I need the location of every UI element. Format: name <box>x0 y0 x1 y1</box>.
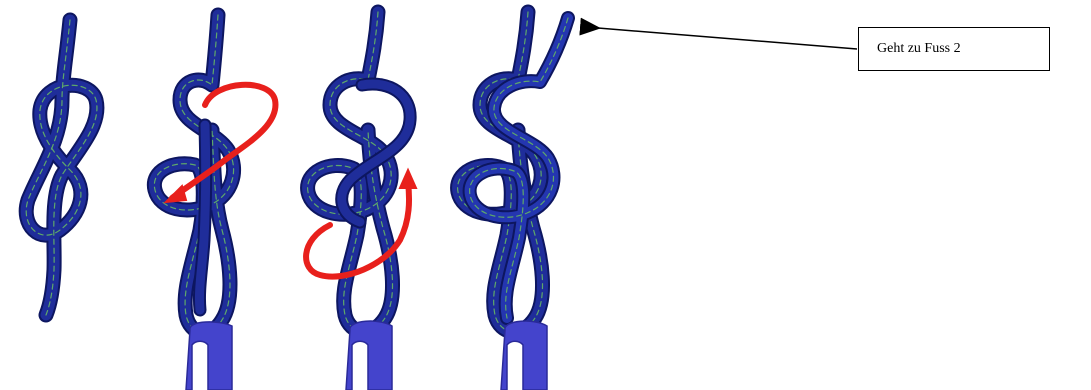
step-4-carabiner <box>501 321 547 390</box>
step-3-rethread-knot <box>306 12 416 390</box>
callout-box: Geht zu Fuss 2 <box>858 27 1050 71</box>
callout-text: Geht zu Fuss 2 <box>877 41 961 57</box>
step-2-carabiner <box>186 322 232 390</box>
step-4-finished-knot <box>458 12 568 390</box>
step-2-rethread-knot <box>154 15 275 390</box>
callout-leader-arrow <box>598 28 857 49</box>
step-3-carabiner <box>346 321 392 390</box>
step-1-figure-eight-knot <box>26 20 97 315</box>
